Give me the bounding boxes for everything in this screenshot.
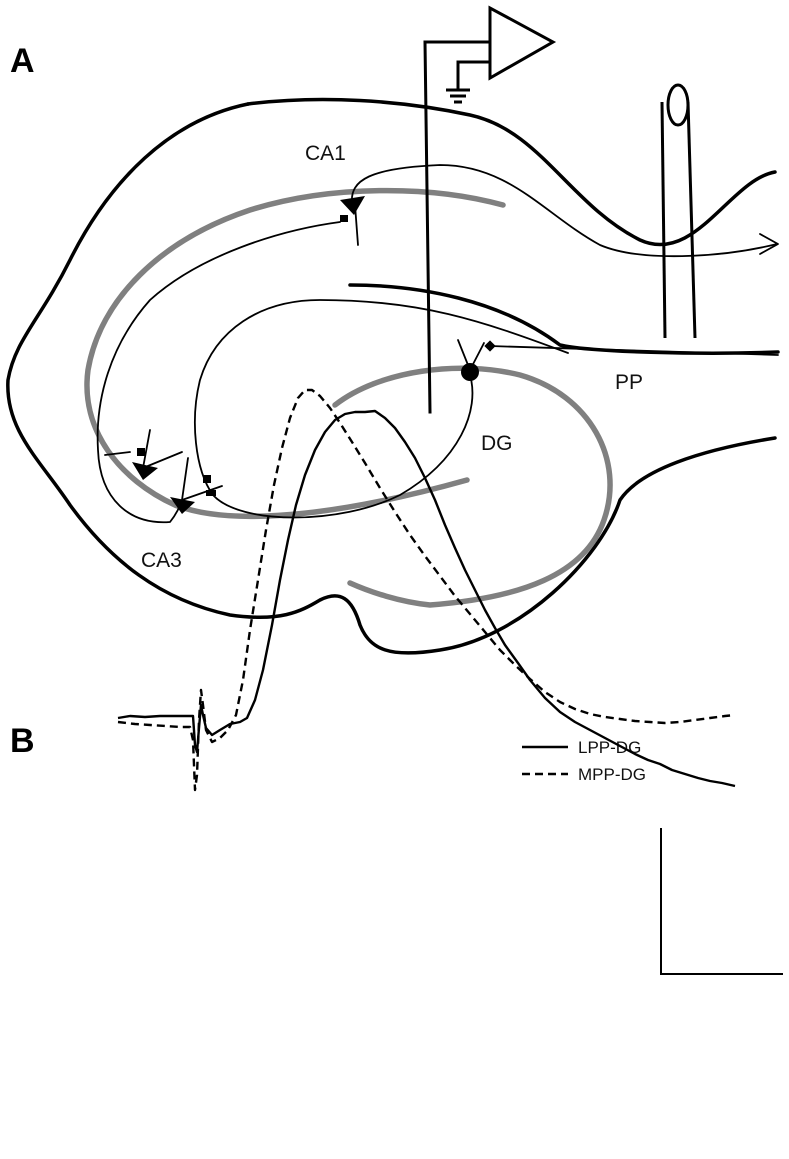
ca1-output-axon — [351, 164, 778, 258]
amplifier-icon — [488, 5, 557, 81]
region-label-pp: PP — [615, 371, 643, 394]
granule-cell-layer — [332, 365, 613, 608]
legend-label-solid: LPP-DG — [578, 738, 641, 757]
legend-label-dashed: MPP-DG — [578, 765, 646, 784]
trace-lpp-dg — [117, 409, 736, 788]
ca1-synapse-terminal — [340, 215, 348, 222]
perforant-path-axon — [489, 345, 779, 356]
ca1-output-arrowhead — [759, 233, 779, 255]
pp-synapse-terminal — [484, 340, 496, 352]
ground-icon — [446, 88, 470, 104]
scale-bar — [660, 828, 783, 975]
panel-a-label: A — [10, 42, 35, 80]
field-potential-traces: LPP-DG MPP-DG — [117, 388, 783, 975]
ca3-cell-dendrites — [104, 204, 359, 501]
hippocampus-diagram: CA1 CA3 DG PP — [6, 5, 780, 655]
dg-granule-cell — [461, 363, 479, 381]
ca1-pyramidal-cell — [340, 196, 365, 215]
stimulating-electrode-icon — [660, 83, 697, 339]
slice-outline-upper — [246, 97, 777, 247]
region-label-dg: DG — [481, 432, 513, 455]
ca3-pyramidal-cell-2 — [170, 497, 195, 514]
mossy-fiber-axon — [194, 299, 569, 519]
ca3-synapse-terminal-1 — [203, 475, 211, 483]
region-label-ca1: CA1 — [305, 142, 346, 165]
slice-outline-fissure — [348, 283, 780, 355]
amplifier-ground-wire — [456, 60, 492, 92]
slice-outline-left — [6, 102, 777, 655]
region-label-ca3: CA3 — [141, 549, 182, 572]
ca3-synapse-terminal-2 — [206, 490, 216, 496]
ca3-pyramidal-cell-1 — [132, 462, 158, 480]
panel-b-label: B — [10, 722, 35, 760]
recording-electrode — [423, 40, 492, 414]
trace-mpp-dg — [117, 388, 736, 792]
ca3-synapse-terminal-3 — [137, 448, 145, 456]
schaffer-collateral-axon — [96, 221, 341, 524]
